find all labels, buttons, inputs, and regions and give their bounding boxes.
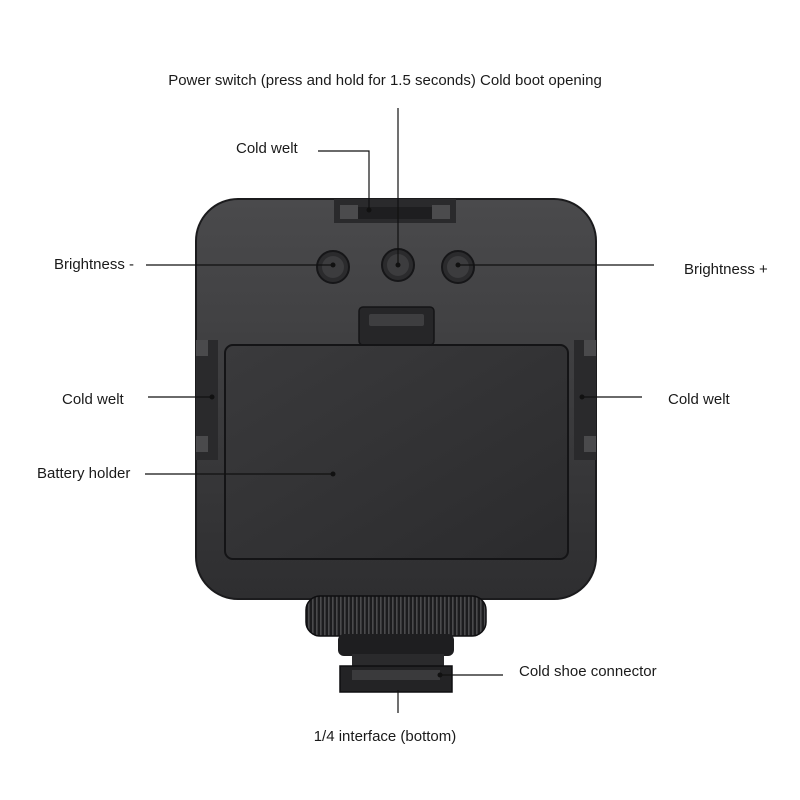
battery-holder-panel — [224, 344, 569, 560]
left-cold-welt — [196, 340, 218, 460]
battery-holder-label: Battery holder — [37, 465, 131, 482]
leader-dots — [209, 207, 585, 678]
quarter-interface-label: 1/4 interface (bottom) — [313, 728, 457, 745]
cold-welt-top-label: Cold welt — [236, 140, 298, 157]
right-cold-welt — [574, 340, 596, 460]
cold-welt-right-label: Cold welt — [668, 391, 730, 408]
cold-shoe-connector-label: Cold shoe connector — [519, 663, 657, 680]
top-cold-shoe-mount — [334, 199, 456, 223]
power-switch-label: Power switch (press and hold for 1.5 sec… — [168, 72, 602, 89]
leader-lines — [145, 108, 654, 713]
cold-shoe-connector — [305, 595, 487, 693]
cold-welt-left-label: Cold welt — [62, 391, 124, 408]
battery-latch[interactable] — [358, 306, 435, 346]
brightness-minus-label: Brightness - — [54, 256, 135, 273]
brightness-plus-label: Brightness + — [684, 261, 768, 278]
